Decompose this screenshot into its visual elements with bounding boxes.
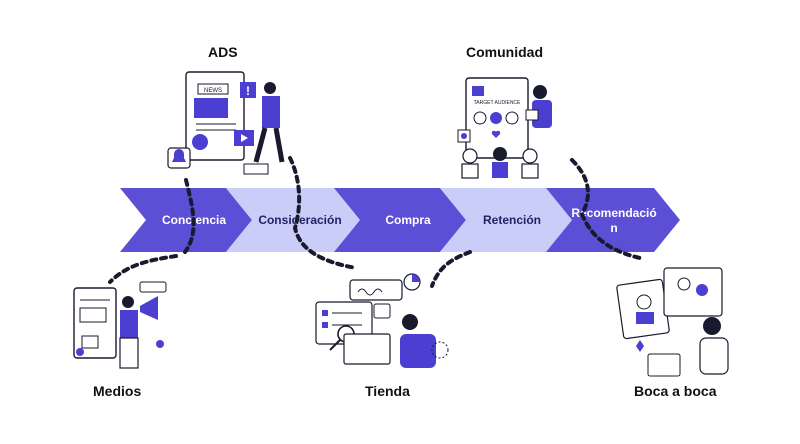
trail-comunidad: [570, 158, 642, 260]
stage-label-recomendacion-1: Recomendació: [571, 206, 656, 220]
stage-chevrons: [120, 188, 680, 252]
stage-recomendacion: [546, 188, 680, 252]
news-text: NEWS: [204, 88, 222, 94]
touchpoint-boca-a-boca: Boca a boca: [634, 383, 717, 399]
touchpoint-medios: Medios: [93, 383, 142, 399]
trail-consideracion: [288, 156, 358, 270]
touchpoint-ads: ADS: [208, 44, 238, 60]
touchpoint-tienda: Tienda: [365, 383, 410, 399]
trail-tienda: [430, 250, 472, 288]
stage-label-compra: Compra: [385, 213, 431, 227]
stage-consideracion: [226, 188, 360, 252]
stage-compra: [334, 188, 466, 252]
target-audience-text: TARGET AUDIENCE: [474, 100, 521, 106]
boca-illustration: [616, 267, 729, 377]
stage-label-consideracion: Consideración: [258, 213, 341, 227]
stage-retencion: [440, 188, 572, 252]
footprint-trails: [108, 156, 642, 288]
trail-ads: [183, 178, 196, 254]
touchpoint-comunidad: Comunidad: [466, 44, 543, 60]
medios-illustration: [73, 281, 167, 369]
trail-medios: [108, 254, 178, 284]
stage-conciencia: [120, 188, 252, 252]
tienda-illustration: [315, 273, 449, 368]
ads-illustration: NEWS !: [167, 71, 285, 175]
comunidad-illustration: TARGET AUDIENCE: [457, 77, 552, 179]
svg-text:!: !: [246, 84, 250, 98]
stage-label-retencion: Retención: [483, 213, 541, 227]
stage-label-recomendacion-2: n: [610, 221, 617, 235]
